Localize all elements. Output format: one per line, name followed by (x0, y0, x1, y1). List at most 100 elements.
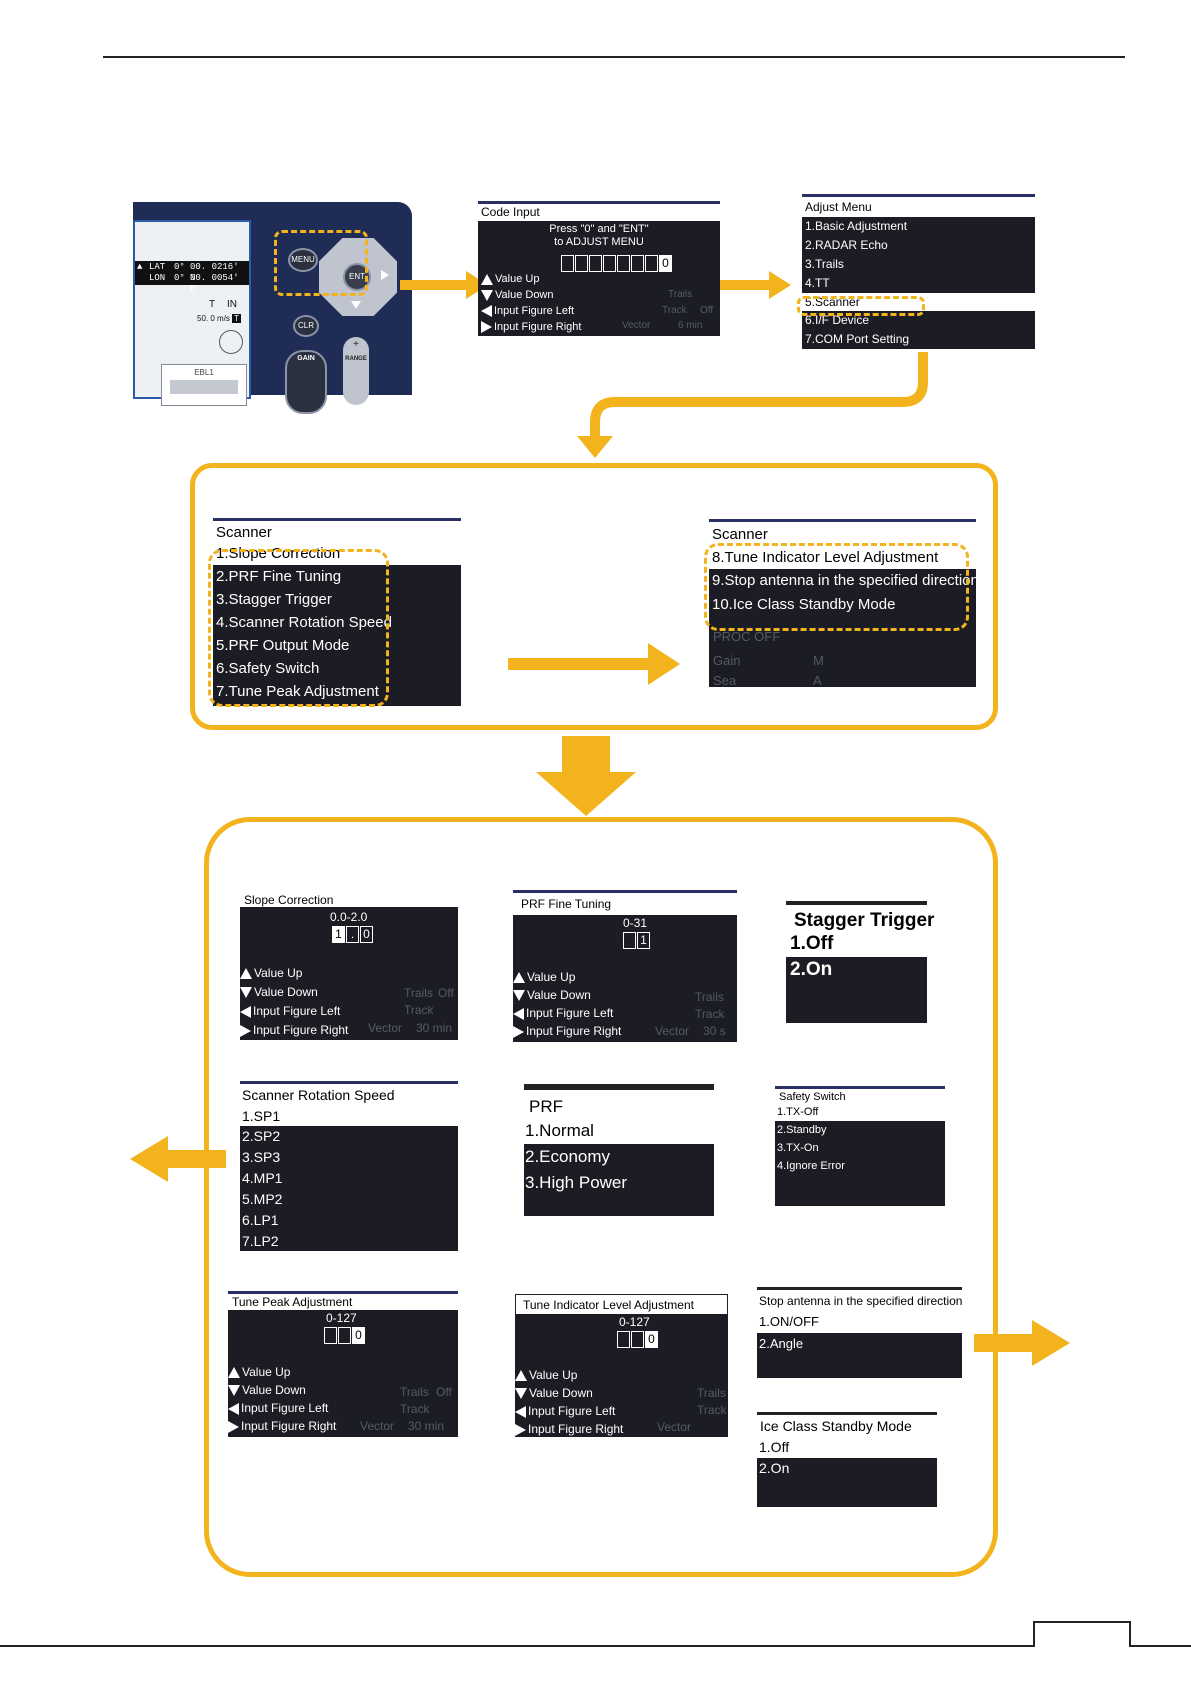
ice-class-item-on[interactable]: 2.On (759, 1460, 790, 1476)
rotation-item-7[interactable]: 7.LP2 (242, 1233, 279, 1249)
scanner-item-9[interactable]: 9.Stop antenna in the specified directio… (712, 572, 979, 589)
safety-item-tx-on[interactable]: 3.TX-On (777, 1142, 819, 1154)
scanner-item-7[interactable]: 7.Tune Peak Adjustment (216, 683, 379, 700)
lon-min: 00. 0054' E (190, 273, 239, 294)
adjust-item-2[interactable]: 2.RADAR Echo (805, 238, 888, 252)
slope-digit-field[interactable]: 1.0 (332, 926, 374, 944)
ebl-label: EBL1 (194, 368, 214, 377)
tune-peak-digit-3: 0 (352, 1327, 365, 1345)
stagger-item-off[interactable]: 1.Off (786, 931, 927, 957)
tune-peak-digit-field[interactable]: 0 (324, 1327, 366, 1345)
tune-peak-hint-left: Input Figure Left (241, 1401, 329, 1415)
stagger-trigger-screen: Stagger Trigger 1.Off 2.On (786, 901, 934, 1023)
rotation-item-1[interactable]: 1.SP1 (240, 1106, 458, 1126)
scanner-2-title: Scanner (709, 519, 976, 546)
adjust-item-1[interactable]: 1.Basic Adjustment (805, 219, 908, 233)
tune-peak-title: Tune Peak Adjustment (228, 1291, 458, 1310)
figure-left-icon (228, 1402, 239, 1415)
prf-output-mode-screen: PRF 1.Normal 2.Economy 3.High Power (524, 1084, 714, 1216)
tune-peak-hint-down: Value Down (242, 1383, 306, 1397)
flow-arrow-left (130, 1136, 226, 1182)
code-input-prompt-1: Press "0" and "ENT" (549, 223, 649, 235)
prf-mode-title: PRF (524, 1090, 714, 1118)
prf-fine-title: PRF Fine Tuning (513, 890, 737, 915)
true-flag: T (209, 299, 216, 310)
menu-ent-highlight (274, 230, 368, 296)
range-rocker[interactable]: + RANGE (343, 337, 369, 405)
safety-item-standby[interactable]: 2.Standby (777, 1124, 827, 1136)
value-up-icon (515, 1370, 527, 1382)
ice-class-item-off[interactable]: 1.Off (757, 1437, 937, 1458)
figure-left-icon (240, 1005, 251, 1018)
speed-flag: T (232, 314, 242, 323)
rotation-item-3[interactable]: 3.SP3 (242, 1149, 281, 1165)
value-down-icon (228, 1385, 240, 1397)
tune-peak-ghost-vector: Vector (360, 1419, 395, 1433)
lat-label: LAT (149, 262, 166, 272)
figure-right-icon (240, 1024, 251, 1037)
flow-connector (577, 352, 928, 458)
menu-button[interactable]: MENU (288, 248, 318, 272)
figure-left-icon (513, 1007, 524, 1020)
scanner-item-2[interactable]: 2.PRF Fine Tuning (216, 568, 342, 585)
tune-peak-hint-right: Input Figure Right (241, 1419, 337, 1433)
adjust-item-3[interactable]: 3.Trails (805, 257, 844, 271)
safety-item-ignore-error[interactable]: 4.Ignore Error (777, 1160, 845, 1172)
prf-fine-ghost-trails: Trails (695, 990, 724, 1004)
clr-button[interactable]: CLR (293, 315, 319, 337)
scanner-item-3[interactable]: 3.Stagger Trigger (216, 591, 332, 608)
rotation-item-4[interactable]: 4.MP1 (242, 1170, 283, 1186)
tune-peak-hint-up: Value Up (242, 1365, 291, 1379)
ghost-sea: Sea (713, 673, 737, 688)
stop-antenna-item-onoff[interactable]: 1.ON/OFF (757, 1311, 962, 1333)
scanner-item-10[interactable]: 10.Ice Class Standby Mode (712, 596, 896, 613)
page-number-box (1033, 1621, 1131, 1647)
safety-item-tx-off[interactable]: 1.TX-Off (775, 1104, 945, 1121)
speed-value: 50. 0 (197, 314, 215, 323)
prf-mode-item-high-power[interactable]: 3.High Power (525, 1173, 628, 1192)
ghost-m: M (813, 653, 824, 668)
ice-class-title: Ice Class Standby Mode (757, 1412, 937, 1437)
value-down-icon (515, 1388, 527, 1400)
scanner-item-5[interactable]: 5.PRF Output Mode (216, 637, 350, 654)
code-digit-field[interactable]: 0 (561, 255, 673, 273)
adjust-item-4[interactable]: 4.TT (805, 276, 830, 290)
figure-right-icon (513, 1025, 524, 1038)
scanner-menu-frame (190, 463, 998, 730)
tune-indicator-hint-left: Input Figure Left (528, 1404, 616, 1418)
adjust-item-6[interactable]: 6.I/F Device (805, 313, 870, 327)
prf-mode-item-normal[interactable]: 1.Normal (524, 1118, 714, 1144)
tune-indicator-digit-field[interactable]: 0 (617, 1331, 659, 1349)
scanner-item-8[interactable]: 8.Tune Indicator Level Adjustment (709, 546, 976, 569)
stop-antenna-item-angle[interactable]: 2.Angle (759, 1336, 804, 1351)
adjust-item-7[interactable]: 7.COM Port Setting (805, 332, 910, 346)
value-up-icon (228, 1367, 240, 1379)
stagger-item-on[interactable]: 2.On (790, 959, 833, 980)
slope-title: Slope Correction (240, 890, 458, 907)
gain-knob[interactable]: GAIN (285, 350, 327, 414)
slope-correction-screen: Slope Correction 0.0-2.0 1.0 Value Up Va… (240, 890, 458, 1040)
value-up-icon (240, 968, 252, 980)
safety-title: Safety Switch (775, 1086, 945, 1104)
rotation-item-5[interactable]: 5.MP2 (242, 1191, 283, 1207)
rotation-item-2[interactable]: 2.SP2 (242, 1128, 281, 1144)
slope-ghost-vector: Vector (368, 1021, 403, 1035)
rotation-item-6[interactable]: 6.LP1 (242, 1212, 279, 1228)
prf-mode-item-economy[interactable]: 2.Economy (525, 1147, 611, 1166)
ghost-vector-val: 6 min (678, 320, 703, 331)
scanner-item-4[interactable]: 4.Scanner Rotation Speed (216, 614, 392, 631)
value-down-icon (481, 289, 493, 301)
range-plus: + (353, 339, 359, 350)
flow-arrow-3 (508, 643, 680, 685)
prf-fine-digit-field[interactable]: 1 (623, 932, 651, 950)
range-label: RANGE (345, 356, 367, 362)
slope-hint-up: Value Up (254, 966, 303, 980)
tune-indicator-hint-down: Value Down (529, 1386, 593, 1400)
header-rule (103, 56, 1125, 58)
lon-deg: 0° (174, 273, 185, 283)
lat-deg: 0° (174, 262, 185, 272)
slope-digit-1: 1 (332, 926, 345, 944)
prf-fine-hint-right: Input Figure Right (526, 1024, 622, 1038)
scanner-item-6[interactable]: 6.Safety Switch (216, 660, 320, 677)
tune-peak-ghost-trails: Trails (400, 1385, 429, 1399)
